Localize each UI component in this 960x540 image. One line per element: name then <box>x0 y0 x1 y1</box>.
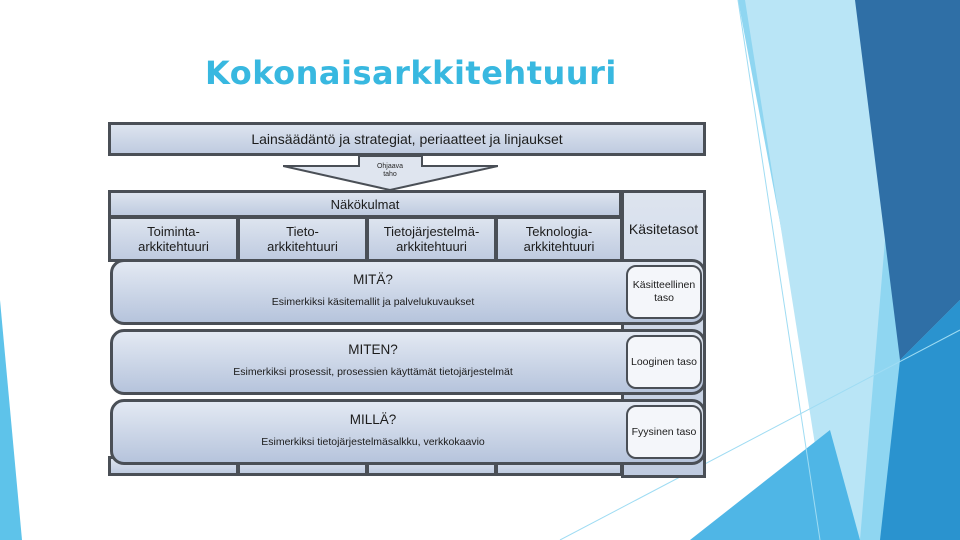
level-physical: Fyysinen taso <box>626 405 702 459</box>
deco-shape-pale <box>745 0 905 540</box>
column-line1: Tietojärjestelmä- <box>383 224 480 239</box>
level-line1: Looginen taso <box>631 355 697 368</box>
level-logical: Looginen taso <box>626 335 702 389</box>
column-line2: arkkitehtuuri <box>523 239 595 254</box>
column-line2: arkkitehtuuri <box>267 239 338 254</box>
column-line1: Tieto- <box>286 224 319 239</box>
band-title: MITÄ? <box>353 272 393 287</box>
left-accent-shape <box>0 300 22 540</box>
column-toiminta: Toiminta-arkkitehtuuri <box>108 216 239 262</box>
perspectives-header: Näkökulmat <box>108 190 622 218</box>
column-line2: arkkitehtuuri <box>396 239 467 254</box>
architecture-diagram: Lainsäädäntö ja strategiat, periaatteet … <box>108 122 706 478</box>
column-line1: Toiminta- <box>147 224 200 239</box>
column-line2: arkkitehtuuri <box>138 239 209 254</box>
column-tieto: Tieto-arkkitehtuuri <box>237 216 368 262</box>
deco-line <box>559 329 960 540</box>
band-title: MILLÄ? <box>349 412 397 427</box>
arrow-label: Ohjaava taho <box>365 163 415 179</box>
level-line2: taso <box>654 292 674 304</box>
deco-shape-mid <box>880 300 960 540</box>
slide-title: Kokonaisarkkitehtuuri <box>205 54 617 92</box>
down-arrow-shape <box>283 156 498 190</box>
arrow-label-line1: Ohjaava <box>376 163 404 170</box>
band-subtitle: Esimerkiksi tietojärjestelmäsalkku, verk… <box>261 436 485 448</box>
band-miten: MITEN? Esimerkiksi prosessit, prosessien… <box>110 329 706 395</box>
band-subtitle: Esimerkiksi prosessit, prosessien käyttä… <box>233 366 513 378</box>
level-line1: Fyysinen taso <box>631 425 697 438</box>
deco-shape-bottom <box>690 430 860 540</box>
deco-line <box>737 0 821 540</box>
band-subtitle: Esimerkiksi käsitemallit ja palvelukuvau… <box>271 296 475 308</box>
band-mita: MITÄ? Esimerkiksi käsitemallit ja palvel… <box>110 259 706 325</box>
level-line1: Käsitteellinen <box>632 279 696 291</box>
band-title: MITEN? <box>348 342 398 357</box>
column-tietojarjestelma: Tietojärjestelmä-arkkitehtuuri <box>366 216 497 262</box>
arrow-polygon <box>283 156 498 190</box>
band-milla: MILLÄ? Esimerkiksi tietojärjestelmäsalkk… <box>110 399 706 465</box>
arrow-label-line2: taho <box>383 171 397 178</box>
column-line1: Teknologia- <box>525 224 593 239</box>
deco-shape-dark <box>855 0 960 360</box>
legislation-bar: Lainsäädäntö ja strategiat, periaatteet … <box>108 122 706 156</box>
column-teknologia: Teknologia-arkkitehtuuri <box>495 216 623 262</box>
